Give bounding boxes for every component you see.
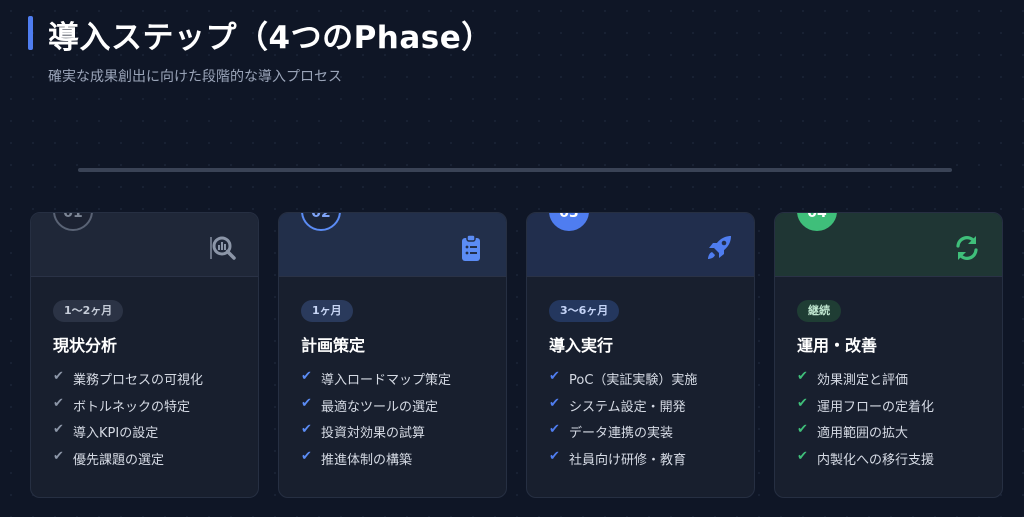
list-item: ✔導入KPIの設定: [53, 422, 159, 441]
check-icon: ✔: [549, 422, 560, 437]
rocket-icon: [704, 233, 734, 263]
list-item: ✔社員向け研修・教育: [549, 448, 687, 468]
check-icon: ✔: [797, 395, 808, 411]
check-icon: ✔: [301, 448, 312, 464]
check-icon: ✔: [549, 448, 560, 464]
phase-number: 02: [301, 213, 341, 231]
list-item: ✔導入ロードマップ策定: [301, 369, 452, 388]
duration-badge: 1〜2ヶ月: [53, 300, 124, 322]
check-icon: ✔: [301, 422, 312, 437]
phase-task-list: ✔PoC（実証実験）実施 ✔システム設定・開発 ✔データ連携の実装 ✔社員向け研…: [549, 369, 697, 475]
list-item: ✔推進体制の構築: [301, 448, 413, 468]
list-item: ✔ボトルネックの特定: [53, 395, 191, 415]
duration-badge: 1ヶ月: [301, 300, 353, 322]
phase-card-header: 01: [31, 213, 258, 277]
clipboard-icon: [456, 233, 486, 263]
check-icon: ✔: [301, 395, 312, 411]
phase-card-header: 02: [279, 213, 506, 277]
check-icon: ✔: [301, 369, 312, 384]
list-item: ✔優先課題の選定: [53, 448, 165, 468]
check-icon: ✔: [53, 448, 64, 464]
timeline-line: [78, 168, 952, 172]
phase-title: 計画策定: [301, 336, 366, 355]
title-accent-bar: [28, 16, 33, 50]
check-icon: ✔: [797, 422, 808, 437]
list-item: ✔投資対効果の試算: [301, 422, 426, 441]
phase-card-2: 02 1ヶ月 計画策定 ✔導入ロードマップ策定 ✔最適なツールの選定 ✔投資対効…: [278, 212, 507, 498]
phase-card-1: 01 1〜2ヶ月 現状分析 ✔業務プロセスの可視化 ✔ボトルネックの特定 ✔導入…: [30, 212, 259, 498]
phase-card-4: 04 継続 運用・改善 ✔効果測定と評価 ✔運用フローの定着化 ✔適用範囲の拡大…: [774, 212, 1003, 498]
phase-number: 04: [797, 213, 837, 231]
list-item: ✔運用フローの定着化: [797, 395, 935, 415]
phase-task-list: ✔導入ロードマップ策定 ✔最適なツールの選定 ✔投資対効果の試算 ✔推進体制の構…: [301, 369, 451, 475]
check-icon: ✔: [53, 369, 64, 384]
list-item: ✔データ連携の実装: [549, 422, 674, 441]
phase-number: 01: [53, 213, 93, 231]
phase-task-list: ✔効果測定と評価 ✔運用フローの定着化 ✔適用範囲の拡大 ✔内製化への移行支援: [797, 369, 934, 475]
check-icon: ✔: [797, 369, 808, 384]
phase-title: 現状分析: [53, 336, 118, 355]
check-icon: ✔: [53, 395, 64, 411]
page-title: 導入ステップ（4つのPhase）: [48, 20, 493, 56]
phase-number: 03: [549, 213, 589, 231]
list-item: ✔適用範囲の拡大: [797, 422, 909, 441]
check-icon: ✔: [797, 448, 808, 464]
phase-card-header: 03: [527, 213, 754, 277]
list-item: ✔最適なツールの選定: [301, 395, 439, 415]
duration-badge: 3〜6ヶ月: [549, 300, 620, 322]
analysis-search-icon: [208, 233, 238, 263]
list-item: ✔内製化への移行支援: [797, 448, 935, 468]
list-item: ✔業務プロセスの可視化: [53, 369, 204, 388]
duration-badge: 継続: [797, 300, 841, 322]
list-item: ✔PoC（実証実験）実施: [549, 369, 698, 388]
list-item: ✔システム設定・開発: [549, 395, 686, 415]
page-subtitle: 確実な成果創出に向けた段階的な導入プロセス: [48, 69, 342, 85]
check-icon: ✔: [549, 369, 560, 384]
phase-task-list: ✔業務プロセスの可視化 ✔ボトルネックの特定 ✔導入KPIの設定 ✔優先課題の選…: [53, 369, 203, 475]
list-item: ✔効果測定と評価: [797, 369, 909, 388]
phase-title: 運用・改善: [797, 336, 878, 355]
phase-card-header: 04: [775, 213, 1002, 277]
refresh-icon: [952, 233, 982, 263]
check-icon: ✔: [53, 422, 64, 437]
check-icon: ✔: [549, 395, 560, 411]
phase-card-3: 03 3〜6ヶ月 導入実行 ✔PoC（実証実験）実施 ✔システム設定・開発 ✔デ…: [526, 212, 755, 498]
phase-title: 導入実行: [549, 336, 614, 355]
